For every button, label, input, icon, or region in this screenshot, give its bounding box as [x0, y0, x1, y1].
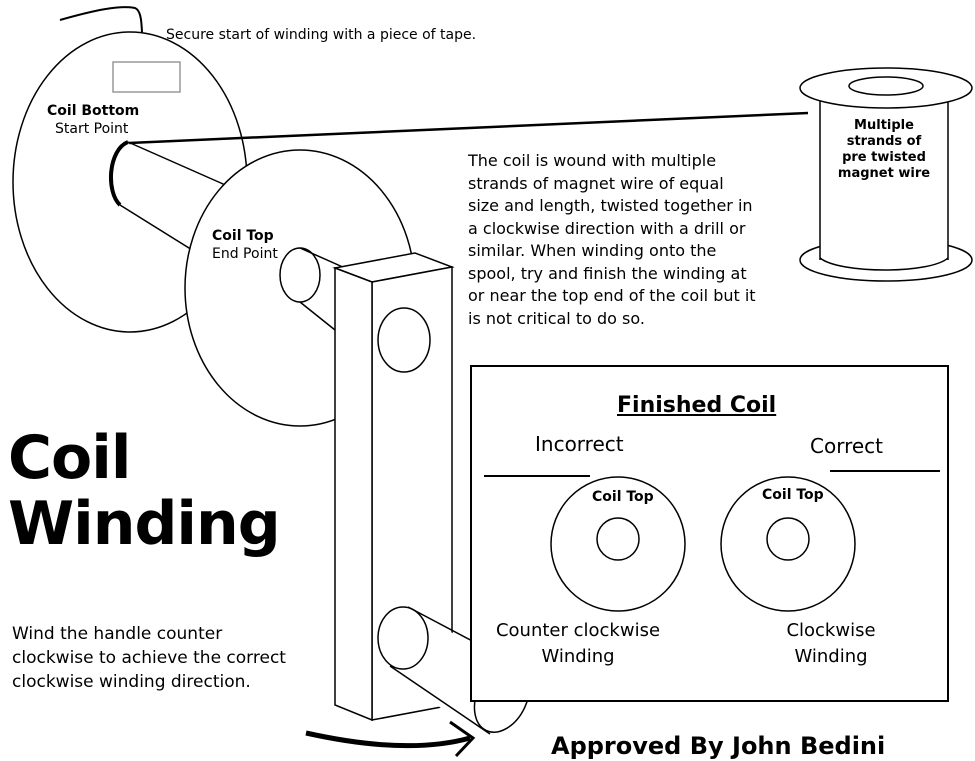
coil-bottom-subtitle: Start Point: [55, 121, 129, 137]
crank-arm-side: [334, 266, 373, 722]
core-end-bottom: [109, 140, 129, 207]
incorrect-coil-outer: [550, 476, 686, 612]
correct-caption: Clockwise Winding: [786, 620, 876, 667]
correct-coil-inner: [766, 517, 810, 561]
crank-hole: [377, 307, 431, 373]
coil-bottom-title: Coil Bottom: [47, 103, 140, 119]
feed-wire: [128, 111, 809, 145]
supply-spool-top: [799, 67, 973, 109]
coil-top-title: Coil Top: [212, 228, 274, 244]
finished-coil-box: [470, 365, 949, 702]
incorrect-coil-inner: [596, 517, 640, 561]
tape-instruction: Secure start of winding with a piece of …: [166, 27, 477, 43]
coil-top-subtitle: End Point: [212, 246, 278, 262]
correct-heading: Correct: [810, 434, 883, 458]
tape-piece: [112, 61, 181, 93]
title-line-1: Coil: [8, 423, 131, 493]
title-line-2: Winding: [8, 489, 281, 559]
incorrect-caption: Counter clockwise Winding: [495, 620, 661, 667]
correct-coil-outer: [720, 476, 856, 612]
description-text: The coil is wound with multiple strands …: [468, 151, 756, 328]
incorrect-coil-top-label: Coil Top: [592, 489, 654, 505]
rotation-arrow: [305, 730, 471, 749]
axle-end: [279, 247, 321, 303]
approval-text: Approved By John Bedini: [551, 732, 886, 760]
finished-coil-title: Finished Coil: [617, 393, 777, 418]
handle-instruction: Wind the handle counter clockwise to ach…: [12, 624, 286, 692]
supply-spool-label: Multiple strands of pre twisted magnet w…: [837, 118, 931, 181]
correct-coil-top-label: Coil Top: [762, 487, 824, 503]
incorrect-heading: Incorrect: [535, 432, 624, 456]
